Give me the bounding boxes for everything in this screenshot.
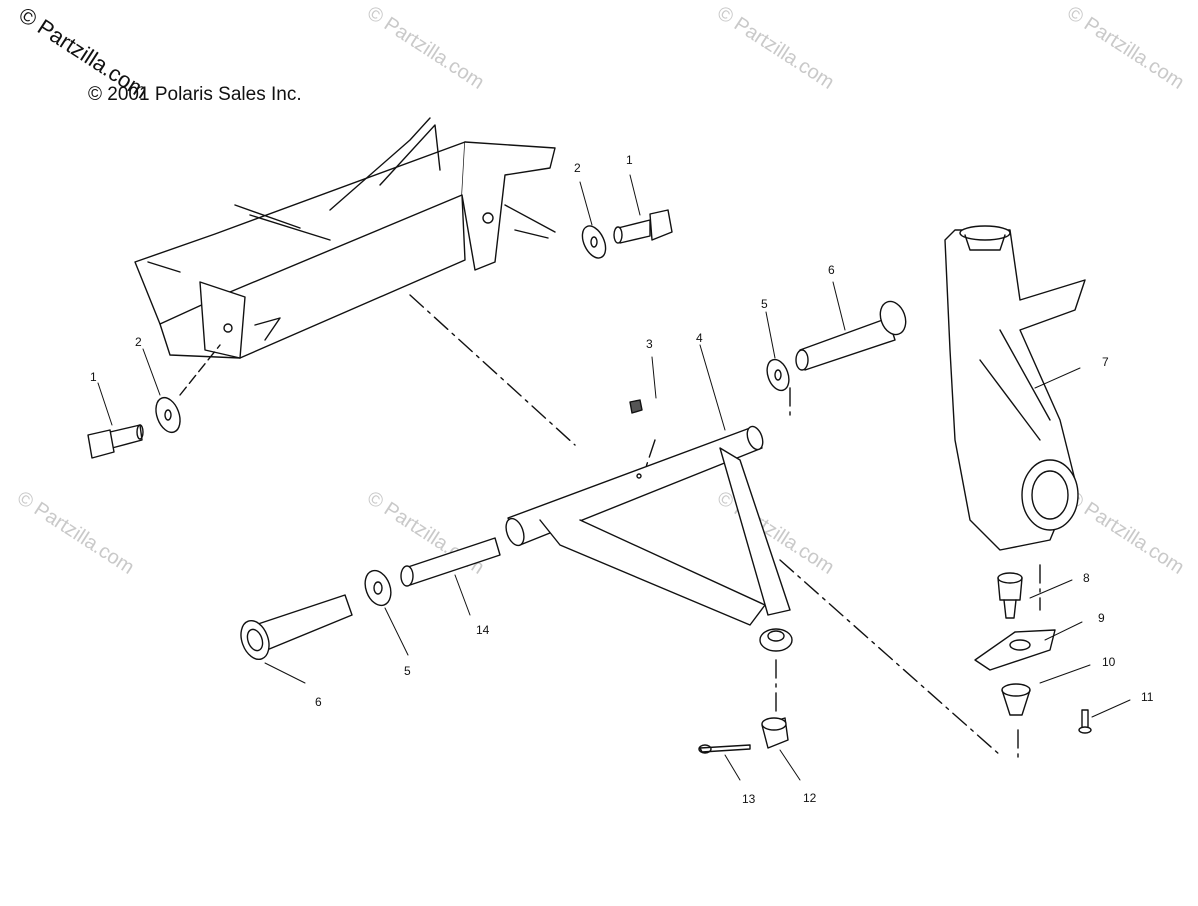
rivet (1078, 709, 1092, 734)
bolt-left (87, 424, 144, 459)
sleeve (400, 537, 501, 587)
grease-fitting (629, 399, 643, 414)
copyright-notice: © 2001 Polaris Sales Inc. (88, 84, 302, 105)
leader-line (179, 344, 221, 396)
washer-left (155, 396, 181, 434)
callout-label: 6 (828, 263, 835, 277)
callout-label: 1 (90, 370, 97, 384)
castle-nut (761, 717, 789, 749)
cotter-pin (698, 744, 751, 754)
washer-upper (581, 225, 607, 259)
bolt-upper (613, 209, 673, 244)
callout-label: 3 (646, 337, 653, 351)
tapered-bolt (997, 572, 1023, 619)
centerlines (409, 294, 1041, 761)
cone (1001, 683, 1031, 716)
callout-label: 12 (803, 791, 817, 805)
washer-upper-right (766, 358, 790, 392)
callout-label: 14 (476, 623, 490, 637)
steering-knuckle (944, 225, 1086, 551)
callout-label: 1 (626, 153, 633, 167)
callout-label: 6 (315, 695, 322, 709)
callout-label: 13 (742, 792, 756, 806)
a-arm (505, 425, 793, 652)
washer-lower-left (364, 569, 392, 607)
callout-label: 10 (1102, 655, 1116, 669)
callout-label: 2 (574, 161, 581, 175)
bushing-lower-left (240, 594, 353, 661)
callout-label: 5 (404, 664, 411, 678)
bushing-upper-right (795, 300, 907, 371)
callout-label: 2 (135, 335, 142, 349)
plate (974, 629, 1056, 671)
callout-label: 4 (696, 331, 703, 345)
callout-label: 11 (1141, 690, 1154, 704)
callout-label: 5 (761, 297, 768, 311)
frame-assembly (134, 117, 556, 359)
callout-label: 7 (1102, 355, 1109, 369)
callout-labels: 1 2 1 2 3 4 5 6 7 8 9 10 11 14 5 6 12 13 (90, 153, 1154, 806)
callout-label: 9 (1098, 611, 1105, 625)
callout-label: 8 (1083, 571, 1090, 585)
leader-lines (97, 174, 1131, 781)
